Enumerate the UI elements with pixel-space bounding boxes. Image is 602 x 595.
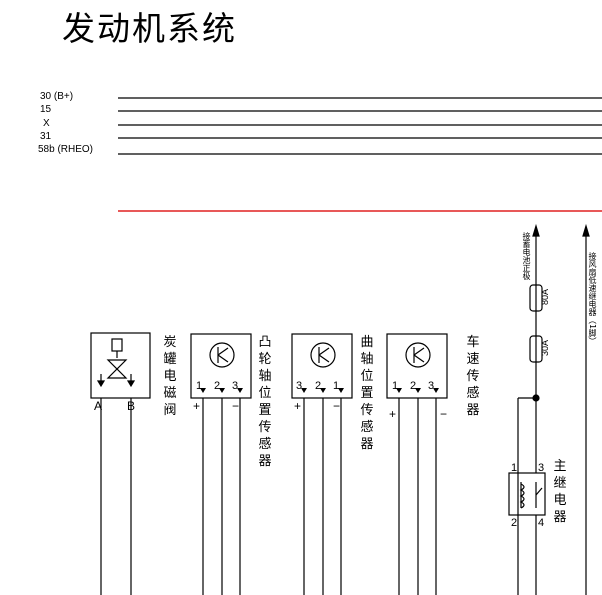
bus-label-31: 31 — [40, 131, 52, 142]
battery-positive-label: 接蓄电池正极 — [522, 232, 531, 280]
cam-pin-1: 1 — [196, 380, 202, 392]
cam-pin-3: 3 — [232, 380, 238, 392]
valve-pin-b: B — [127, 399, 135, 413]
bus-label-58b: 58b (RHEO) — [38, 144, 94, 155]
valve-pin-a: A — [94, 399, 102, 413]
bus-label-15: 15 — [40, 104, 52, 115]
main-relay-label: 主继电器 — [553, 459, 567, 525]
speed-pin-3: 3 — [428, 380, 434, 392]
speed-sensor-label: 车速传感器 — [466, 335, 480, 418]
crank-pin-3: 3 — [296, 380, 302, 392]
page-title: 发动机系统 — [62, 9, 237, 48]
crankshaft-sensor-symbol — [291, 333, 353, 595]
cam-sign-minus: − — [232, 399, 239, 413]
relay-pin-2: 2 — [511, 517, 517, 529]
cam-pin-2: 2 — [214, 380, 220, 392]
camshaft-sensor-symbol — [190, 333, 252, 595]
bus-label-x: X — [43, 118, 50, 129]
crank-sign-plus: + — [294, 399, 301, 413]
fuse-30a-label: 30A — [540, 340, 550, 356]
speed-sign-plus: + — [389, 407, 396, 421]
crank-pin-2: 2 — [315, 380, 321, 392]
relay-pin-3: 3 — [538, 462, 544, 474]
speed-sensor-symbol — [386, 333, 448, 595]
relay-pin-1: 1 — [511, 462, 517, 474]
crank-sign-minus: − — [333, 399, 340, 413]
speed-pin-1: 1 — [392, 380, 398, 392]
crankshaft-sensor-label: 曲轴位置传感器 — [360, 335, 374, 452]
fuse-relay-circuit — [508, 223, 590, 595]
relay-pin-4: 4 — [538, 517, 544, 529]
camshaft-sensor-label: 凸轮轴位置传感器 — [258, 335, 272, 469]
fuse-80a-label: 80A — [540, 289, 550, 305]
speed-pin-2: 2 — [410, 380, 416, 392]
speed-sign-minus: − — [440, 407, 447, 421]
canister-valve-label: 炭罐电磁阀 — [163, 335, 177, 418]
fan-relay-label: 接风扇低速继电器（1脚） — [588, 252, 597, 346]
bus-label-30: 30 (B+) — [40, 91, 74, 102]
crank-pin-1: 1 — [333, 380, 339, 392]
cam-sign-plus: + — [193, 399, 200, 413]
canister-valve-symbol — [90, 332, 151, 595]
